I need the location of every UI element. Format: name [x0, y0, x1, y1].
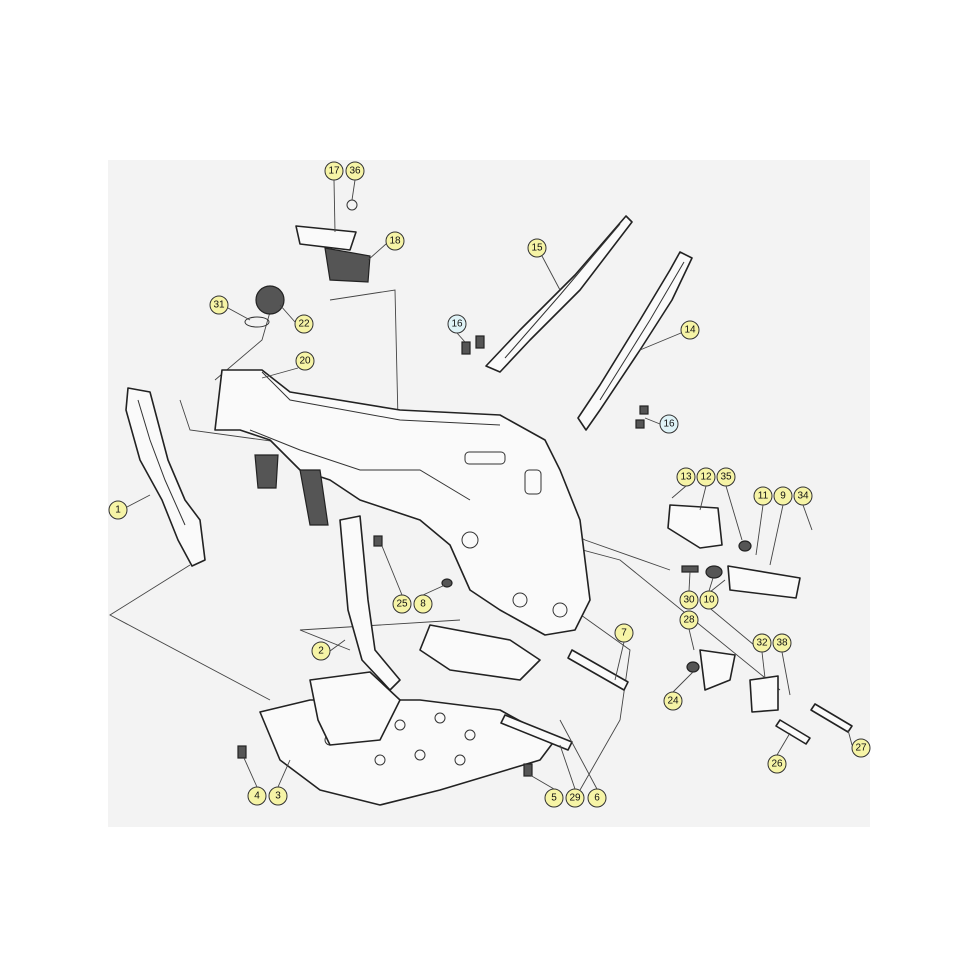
- svg-text:6: 6: [594, 793, 600, 804]
- callout-7: 7: [614, 623, 634, 643]
- svg-text:16: 16: [451, 319, 463, 330]
- svg-text:5: 5: [551, 793, 557, 804]
- callout-13: 13: [676, 467, 696, 487]
- svg-text:2: 2: [318, 646, 324, 657]
- svg-text:11: 11: [758, 491, 769, 502]
- callout-20: 20: [295, 351, 315, 371]
- part-main-frame: [214, 369, 591, 636]
- svg-text:15: 15: [531, 243, 543, 254]
- callout-6: 6: [587, 788, 607, 808]
- callout-3: 3: [268, 786, 288, 806]
- svg-text:8: 8: [420, 599, 426, 610]
- callout-1: 1: [108, 500, 128, 520]
- part-lower-guard: [339, 515, 401, 691]
- svg-text:31: 31: [213, 300, 225, 311]
- svg-text:22: 22: [298, 319, 310, 330]
- svg-text:38: 38: [776, 638, 788, 649]
- part-bushing: [244, 285, 285, 328]
- svg-text:7: 7: [621, 628, 627, 639]
- part-front-guard: [125, 387, 206, 567]
- callout-18: 18: [385, 231, 405, 251]
- part-rail-14: [577, 251, 693, 431]
- callout-25: 25: [392, 594, 412, 614]
- callout-29: 29: [565, 788, 585, 808]
- part-rail-15: [485, 215, 633, 373]
- svg-text:10: 10: [703, 595, 715, 606]
- callout-24: 24: [663, 691, 683, 711]
- svg-text:17: 17: [328, 166, 340, 177]
- part-skid-plate: [259, 624, 556, 806]
- svg-text:16: 16: [663, 419, 675, 430]
- callout-38: 38: [772, 633, 792, 653]
- callout-17: 17: [324, 161, 344, 181]
- callout-32: 32: [752, 633, 772, 653]
- callout-4: 4: [247, 786, 267, 806]
- callout-leaders: [126, 179, 853, 790]
- svg-text:29: 29: [569, 793, 581, 804]
- svg-text:28: 28: [683, 615, 695, 626]
- svg-text:27: 27: [855, 743, 867, 754]
- svg-text:3: 3: [275, 791, 281, 802]
- svg-text:34: 34: [797, 491, 809, 502]
- callout-16-upper: 16: [447, 314, 467, 334]
- part-footpeg-upper: [295, 199, 371, 283]
- svg-text:32: 32: [756, 638, 768, 649]
- svg-text:20: 20: [299, 356, 311, 367]
- callout-26: 26: [767, 754, 787, 774]
- svg-text:14: 14: [684, 325, 696, 336]
- callout-22: 22: [294, 314, 314, 334]
- svg-text:4: 4: [254, 791, 260, 802]
- callout-2: 2: [311, 641, 331, 661]
- svg-text:25: 25: [396, 599, 408, 610]
- callout-28: 28: [679, 610, 699, 630]
- svg-text:30: 30: [683, 595, 695, 606]
- svg-text:18: 18: [389, 236, 401, 247]
- callout-30: 30: [679, 590, 699, 610]
- svg-text:36: 36: [349, 166, 361, 177]
- part-footpeg-right: [667, 504, 801, 599]
- callout-16-lower: 16: [659, 414, 679, 434]
- svg-text:13: 13: [680, 472, 692, 483]
- callout-10: 10: [699, 590, 719, 610]
- callout-14: 14: [680, 320, 700, 340]
- callout-11: 11: [753, 486, 773, 506]
- callout-31: 31: [209, 295, 229, 315]
- callout-5: 5: [544, 788, 564, 808]
- svg-text:24: 24: [667, 696, 679, 707]
- callout-35: 35: [716, 467, 736, 487]
- callout-12: 12: [696, 467, 716, 487]
- part-bracket-right: [686, 649, 853, 745]
- callout-36: 36: [345, 161, 365, 181]
- part-long-bolt: [500, 649, 629, 751]
- callout-9: 9: [773, 486, 793, 506]
- svg-text:12: 12: [700, 472, 712, 483]
- svg-text:26: 26: [771, 759, 783, 770]
- svg-text:9: 9: [780, 491, 786, 502]
- callout-15: 15: [527, 238, 547, 258]
- callout-8: 8: [413, 594, 433, 614]
- part-bolts-16: [461, 335, 649, 429]
- svg-text:1: 1: [115, 505, 121, 516]
- svg-text:35: 35: [720, 472, 732, 483]
- callout-27: 27: [851, 738, 871, 758]
- callout-34: 34: [793, 486, 813, 506]
